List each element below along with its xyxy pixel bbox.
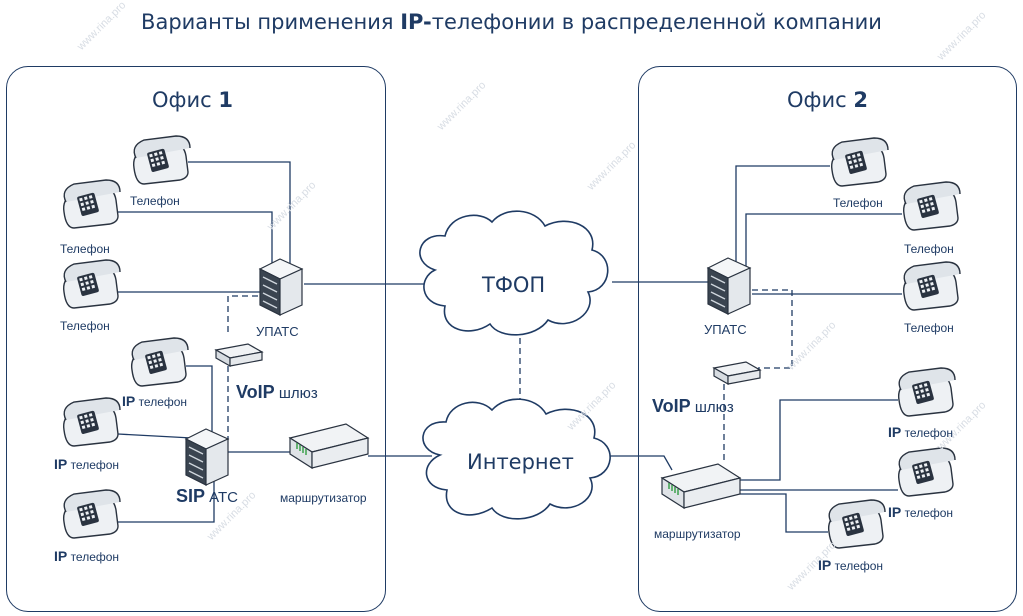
- phone-label: Телефон: [904, 321, 954, 335]
- connection-lines: [117, 161, 902, 533]
- ip-phone-label: IP телефон: [818, 557, 884, 573]
- ip-phone-label: IP телефон: [888, 424, 954, 440]
- dashed-link: [227, 295, 262, 332]
- ip-phone-label: IP телефон: [54, 456, 120, 472]
- link-line: [745, 213, 902, 266]
- pstn-cloud: [419, 210, 609, 336]
- internet-cloud: [422, 398, 611, 520]
- sip-pbx-label: SIP АТС: [176, 486, 239, 506]
- phone-label: Телефон: [60, 242, 110, 256]
- voip-gateway-label: VoIP шлюз: [652, 396, 734, 416]
- ip-phone-label: IP телефон: [888, 504, 954, 520]
- link-line: [118, 474, 215, 523]
- page-title: Варианты применения IP-телефонии в распр…: [141, 10, 882, 34]
- phone-label: Телефон: [60, 319, 110, 333]
- link-line: [735, 165, 830, 262]
- phone-label: Телефон: [833, 196, 883, 210]
- link-line: [740, 399, 898, 481]
- dashed-link: [752, 289, 793, 369]
- office-2-panel: [638, 66, 1017, 612]
- office-2-title: Офис 2: [787, 88, 868, 112]
- ip-phone-label: IP телефон: [122, 393, 188, 409]
- phone-label: Телефон: [130, 194, 180, 208]
- link-line: [740, 493, 828, 533]
- router-label: маршрутизатор: [280, 491, 367, 505]
- pbx-label: УПАТС: [704, 322, 747, 337]
- link-line: [117, 433, 193, 439]
- router-label: маршрутизатор: [654, 527, 741, 541]
- phone-label: Телефон: [904, 242, 954, 256]
- link-line: [186, 365, 213, 440]
- link-line: [118, 211, 273, 265]
- office-1-title: Офис 1: [152, 88, 233, 112]
- voip-gateway-label: VoIP шлюз: [236, 382, 318, 402]
- office-1-panel: [6, 66, 386, 612]
- link-line: [598, 455, 673, 471]
- ip-phone-label: IP телефон: [54, 548, 120, 564]
- pbx-label: УПАТС: [256, 324, 299, 339]
- internet-label: Интернет: [467, 450, 574, 474]
- link-line: [188, 161, 291, 268]
- pstn-label: ТФОП: [482, 273, 546, 297]
